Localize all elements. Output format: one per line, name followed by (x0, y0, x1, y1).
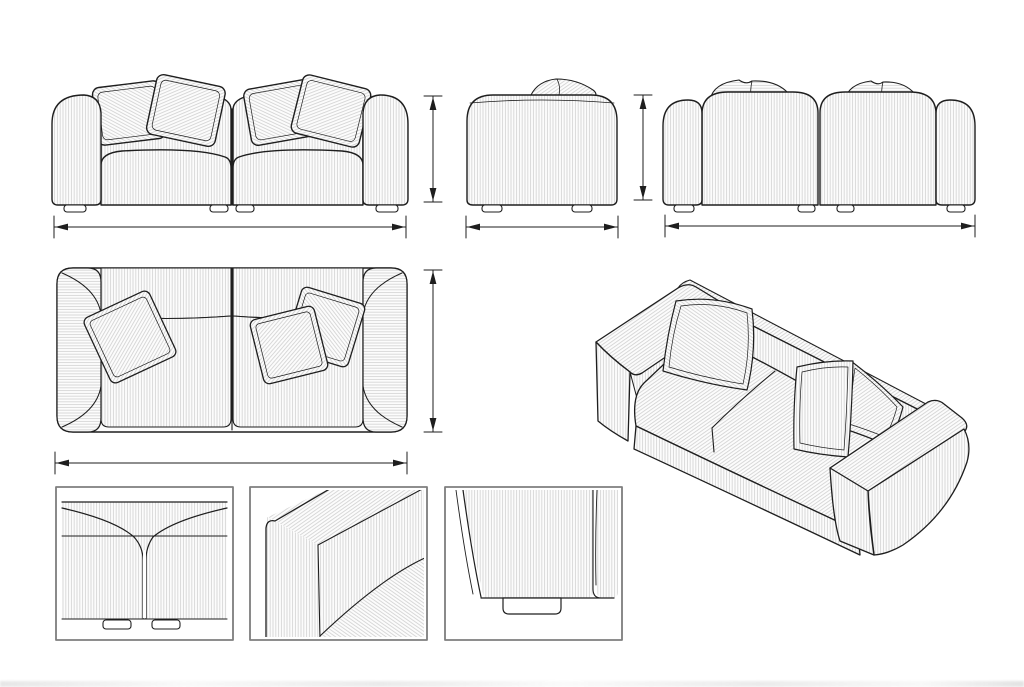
front-width-dimension (53, 215, 407, 239)
top-armrest-left (56, 267, 102, 433)
scan-artifact-strip (0, 681, 1024, 687)
iso-pillow-left (662, 298, 755, 391)
detail-leg-base (444, 486, 623, 641)
top-armrest-right (362, 267, 408, 433)
iso-seat-front-face (633, 425, 861, 556)
detail-center-seam (55, 486, 234, 641)
side-pillow (530, 78, 597, 96)
front-seat-right (232, 149, 364, 206)
front-seat-left (100, 149, 232, 206)
top-view (54, 267, 443, 475)
front-pillow-4 (290, 74, 372, 148)
top-width-dimension (54, 451, 408, 475)
isometric-view (595, 279, 970, 556)
back-panel-left (701, 91, 819, 206)
side-view (465, 78, 653, 239)
back-panel-right (819, 91, 937, 206)
top-pillow-1 (83, 290, 177, 384)
side-pillow-fold (556, 78, 561, 96)
front-armrest-left (51, 94, 102, 206)
back-width-dimension (664, 214, 976, 238)
front-height-dimension (423, 95, 443, 203)
front-legs (63, 204, 399, 213)
top-depth-dimension (423, 269, 443, 433)
side-legs (481, 204, 593, 213)
side-depth-dimension (465, 215, 619, 239)
iso-armrest-left-outer-face (595, 341, 631, 442)
back-armrest-left (662, 99, 703, 206)
iso-pillow-right-front (793, 360, 854, 458)
side-height-dimension (633, 94, 653, 201)
iso-seat-seam (711, 370, 776, 453)
back-legs (673, 204, 966, 213)
front-pillow-2 (145, 73, 226, 147)
back-view (662, 79, 976, 238)
side-top-seam (469, 99, 615, 104)
side-body (466, 94, 618, 206)
iso-armrest-right-front-face (829, 467, 875, 556)
front-armrest-right (362, 94, 409, 206)
top-pillow-2 (249, 305, 329, 385)
back-armrest-right (935, 99, 976, 206)
front-view (51, 73, 443, 239)
detail-armrest-corner (249, 486, 428, 641)
